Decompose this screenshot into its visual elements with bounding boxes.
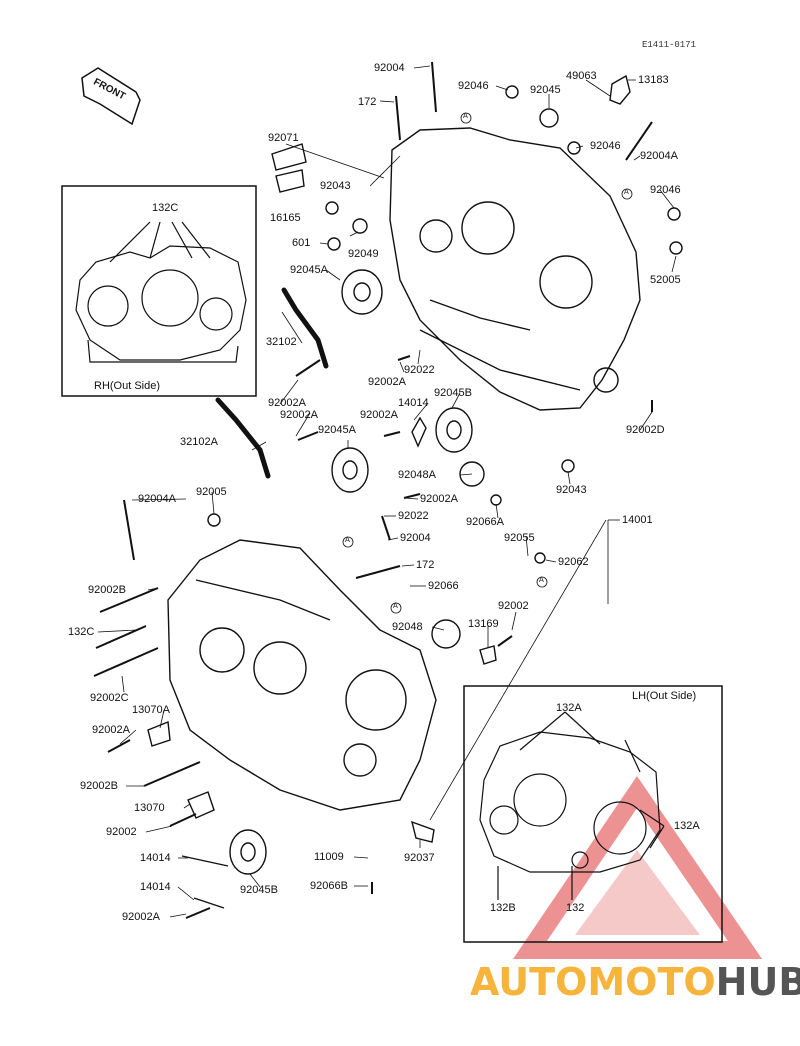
part-callout: 92037 bbox=[404, 852, 435, 864]
part-callout: 92071 bbox=[268, 132, 299, 144]
part-callout: 92002A bbox=[92, 724, 130, 736]
part-callout: 92066 bbox=[428, 580, 459, 592]
part-callout: 92004A bbox=[138, 493, 176, 505]
lh-inset-caption: LH(Out Side) bbox=[632, 690, 697, 702]
part-callout: 13070A bbox=[132, 704, 170, 716]
rh-inset-caption: RH(Out Side) bbox=[94, 380, 161, 392]
ref-mark-a: A bbox=[463, 112, 468, 121]
watermark-triangle bbox=[513, 776, 763, 959]
part-callout: 601 bbox=[292, 237, 311, 249]
ref-mark-a: A bbox=[393, 602, 398, 611]
ref-mark-a: A bbox=[539, 576, 544, 585]
part-callout: 16165 bbox=[270, 212, 301, 224]
part-callout: 92066A bbox=[466, 516, 504, 528]
part-callout: 92046 bbox=[590, 140, 621, 152]
lh-inset-part-label: 132A bbox=[674, 820, 700, 832]
part-callout: 13070 bbox=[134, 802, 165, 814]
upper-crankcase bbox=[389, 127, 641, 411]
part-callout: 132C bbox=[68, 626, 95, 638]
part-callout: 49063 bbox=[566, 70, 597, 82]
part-callout: 92005 bbox=[196, 486, 227, 498]
part-callout: 92045B bbox=[434, 387, 472, 399]
part-callout: 92062 bbox=[558, 556, 589, 568]
diagram-ref-number: E1411-0171 bbox=[642, 40, 697, 50]
part-callout: 14014 bbox=[140, 881, 171, 893]
part-callout: 92022 bbox=[404, 364, 435, 376]
part-callout: 172 bbox=[358, 96, 377, 108]
watermark-logo: AUTOMOTOHUB bbox=[470, 960, 800, 1004]
part-callout: 92066B bbox=[310, 880, 348, 892]
part-callout: 92002A bbox=[268, 397, 306, 409]
part-callout: 92004A bbox=[640, 150, 678, 162]
part-callout: 92045 bbox=[530, 84, 561, 96]
part-callout: 11009 bbox=[314, 851, 344, 863]
part-callout: 92002D bbox=[626, 424, 665, 436]
part-callout: 92055 bbox=[504, 532, 535, 544]
part-callout: 14014 bbox=[140, 852, 171, 864]
part-callout: 92046 bbox=[458, 80, 489, 92]
part-callout: 92048A bbox=[398, 469, 436, 481]
part-callout: 92002 bbox=[498, 600, 529, 612]
part-callout: 32102 bbox=[266, 336, 297, 348]
lh-inset-part-label: 132B bbox=[490, 902, 516, 914]
part-callout: 13169 bbox=[468, 618, 499, 630]
bolts bbox=[93, 61, 653, 919]
part-callout: 92049 bbox=[348, 248, 379, 260]
part-callout: 92002A bbox=[360, 409, 398, 421]
watermark-text-part1: AUTOMOTO bbox=[470, 960, 716, 1004]
part-callout: 92002 bbox=[106, 826, 137, 838]
ref-mark-a: A bbox=[624, 188, 629, 197]
part-callout: 92002C bbox=[90, 692, 129, 704]
part-callout: 92002A bbox=[368, 376, 406, 388]
part-callout: 92043 bbox=[320, 180, 351, 192]
part-callout: 92045B bbox=[240, 884, 278, 896]
part-callout: 52005 bbox=[650, 274, 681, 286]
part-callout: 92048 bbox=[392, 621, 423, 633]
part-callout: 32102A bbox=[180, 436, 218, 448]
part-callout: 13183 bbox=[638, 74, 669, 86]
part-callout: 92045A bbox=[290, 264, 328, 276]
lh-inset-frame bbox=[463, 685, 723, 943]
part-callout: 92004 bbox=[400, 532, 431, 544]
part-callout: 14001 bbox=[622, 514, 653, 526]
part-callout: 92004 bbox=[374, 62, 405, 74]
part-callout: 92002A bbox=[280, 409, 318, 421]
brackets bbox=[147, 74, 631, 909]
part-callout: 92045A bbox=[318, 424, 356, 436]
part-callout: 14014 bbox=[398, 397, 429, 409]
ref-circles bbox=[342, 112, 633, 614]
leader-lines bbox=[97, 65, 677, 918]
part-callout: 92002A bbox=[420, 493, 458, 505]
part-callout: 172 bbox=[416, 559, 435, 571]
part-callout: 92002A bbox=[122, 911, 160, 923]
lh-inset-part-label: 132A bbox=[556, 702, 582, 714]
watermark-text-part2: HUB bbox=[715, 960, 800, 1004]
lh-inset-crankcase bbox=[479, 711, 665, 900]
part-callout: 92002B bbox=[88, 584, 126, 596]
part-callout: 92002B bbox=[80, 780, 118, 792]
front-arrow-icon bbox=[81, 67, 141, 126]
rh-inset-crankcase bbox=[75, 221, 247, 363]
part-callout: 92022 bbox=[398, 510, 429, 522]
rh-inset-part-label: 132C bbox=[152, 202, 179, 214]
part-callout: 92046 bbox=[650, 184, 681, 196]
lower-crankcase bbox=[167, 539, 437, 811]
ref-mark-a: A bbox=[345, 536, 350, 545]
oil-pipes bbox=[215, 287, 329, 479]
lh-inset-part-label: 132 bbox=[566, 902, 585, 914]
bearings bbox=[207, 85, 683, 875]
part-callout: 92043 bbox=[556, 484, 587, 496]
rh-inset-frame bbox=[61, 185, 257, 397]
